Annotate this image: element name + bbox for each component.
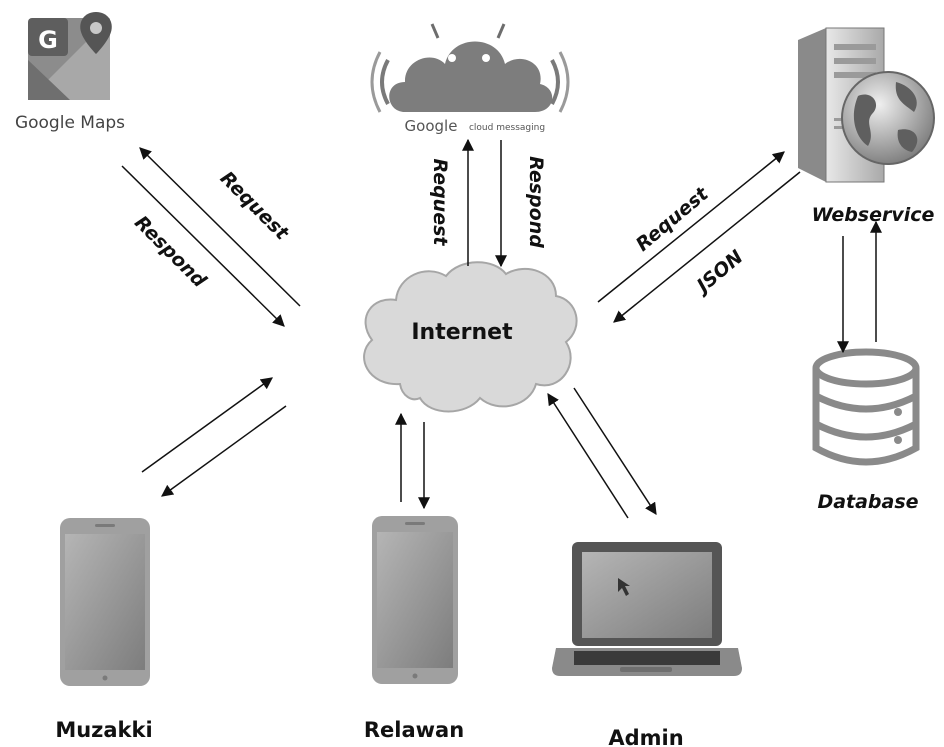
internet-label: Internet	[411, 320, 513, 345]
muzakki-node: Muzakki	[55, 518, 153, 742]
arrow-maps-request	[139, 147, 301, 307]
google-maps-node: G Google Maps	[15, 12, 125, 133]
arrow-muzakki-to-internet	[141, 377, 273, 473]
database-node: Database	[812, 348, 920, 513]
webservice-node: Webservice	[798, 27, 935, 226]
google-maps-label: Google Maps	[15, 113, 125, 133]
arrow-internet-to-admin	[573, 387, 657, 516]
arrow-maps-respond	[121, 165, 285, 327]
connections	[121, 138, 882, 519]
server-globe-icon	[798, 27, 935, 183]
cloud-icon	[363, 261, 578, 413]
arrow-internet-to-muzakki	[161, 405, 287, 497]
muzakki-label: Muzakki	[55, 718, 152, 742]
admin-label: Admin	[608, 726, 683, 747]
relawan-node: Relawan	[364, 516, 464, 742]
database-label: Database	[817, 491, 918, 513]
gcm-subtitle: cloud messaging	[469, 123, 545, 133]
database-icon	[812, 348, 920, 466]
relawan-label: Relawan	[364, 718, 464, 742]
webservice-label: Webservice	[812, 204, 935, 226]
arrow-admin-to-internet	[547, 392, 629, 519]
laptop-icon	[552, 542, 742, 676]
gcm-node: Google cloud messaging	[370, 23, 570, 135]
gcm-brand: Google	[405, 117, 458, 135]
svg-text:G: G	[38, 26, 58, 54]
admin-node: Admin	[552, 542, 742, 747]
internet-node: Internet	[363, 261, 578, 413]
arrow-web-json	[613, 171, 801, 323]
google-cloud-messaging-icon	[370, 23, 570, 113]
arrow-web-request	[597, 151, 785, 303]
google-maps-icon: G	[28, 12, 112, 100]
label-maps-respond: Respond	[130, 212, 211, 293]
label-gcm-respond: Respond	[525, 156, 547, 248]
smartphone-icon	[60, 518, 150, 686]
smartphone-icon	[372, 516, 458, 684]
label-gcm-request: Request	[429, 159, 451, 247]
